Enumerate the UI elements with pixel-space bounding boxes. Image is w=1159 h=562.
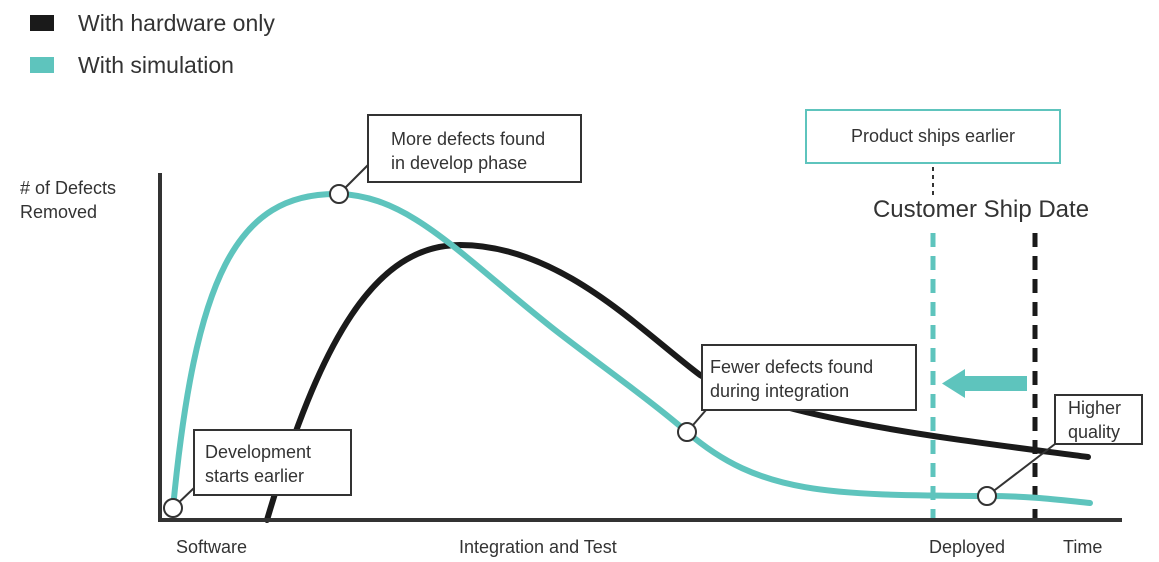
annotation-more-defects-line1: More defects found — [391, 129, 545, 149]
x-tick-integration: Integration and Test — [459, 537, 617, 557]
marker-higher-quality — [977, 486, 997, 506]
x-axis-label: Time — [1063, 537, 1102, 557]
annotation-higher-quality-line1: Higher — [1068, 398, 1121, 418]
legend-swatch-hardware — [30, 15, 54, 31]
x-tick-deployed: Deployed — [929, 537, 1005, 557]
y-axis-label-line1: # of Defects — [20, 178, 116, 198]
marker-fewer-defects — [677, 422, 697, 442]
annotation-higher-quality-line2: quality — [1068, 422, 1120, 442]
annotation-dev-earlier-line1: Development — [205, 442, 311, 462]
marker-dev-earlier — [163, 498, 183, 518]
legend-swatch-simulation — [30, 57, 54, 73]
series-line-simulation — [170, 190, 1093, 511]
legend-label-hardware: With hardware only — [78, 10, 275, 36]
leader-higher-quality — [986, 443, 1056, 497]
annotation-fewer-defects-line1: Fewer defects found — [710, 357, 873, 377]
annotation-ships-earlier-text: Product ships earlier — [851, 126, 1015, 146]
marker-more-defects — [329, 184, 349, 204]
annotation-fewer-defects: Fewer defects found during integration — [701, 344, 917, 411]
annotation-dev-earlier: Development starts earlier — [193, 429, 352, 496]
annotation-dev-earlier-line2: starts earlier — [205, 466, 304, 486]
series-line-hardware — [264, 241, 1091, 523]
annotation-higher-quality: Higher quality — [1054, 394, 1143, 445]
shift-arrow-icon — [942, 369, 1027, 398]
annotation-more-defects-line2: in develop phase — [391, 153, 527, 173]
annotation-fewer-defects-line2: during integration — [710, 381, 849, 401]
legend: With hardware only With simulation — [30, 10, 275, 78]
legend-label-simulation: With simulation — [78, 52, 234, 78]
annotation-more-defects: More defects found in develop phase — [367, 114, 582, 183]
x-tick-software: Software — [176, 537, 247, 557]
y-axis-label-line2: Removed — [20, 202, 97, 222]
annotation-ships-earlier: Product ships earlier — [805, 109, 1061, 164]
customer-ship-date-label: Customer Ship Date — [873, 196, 1089, 223]
